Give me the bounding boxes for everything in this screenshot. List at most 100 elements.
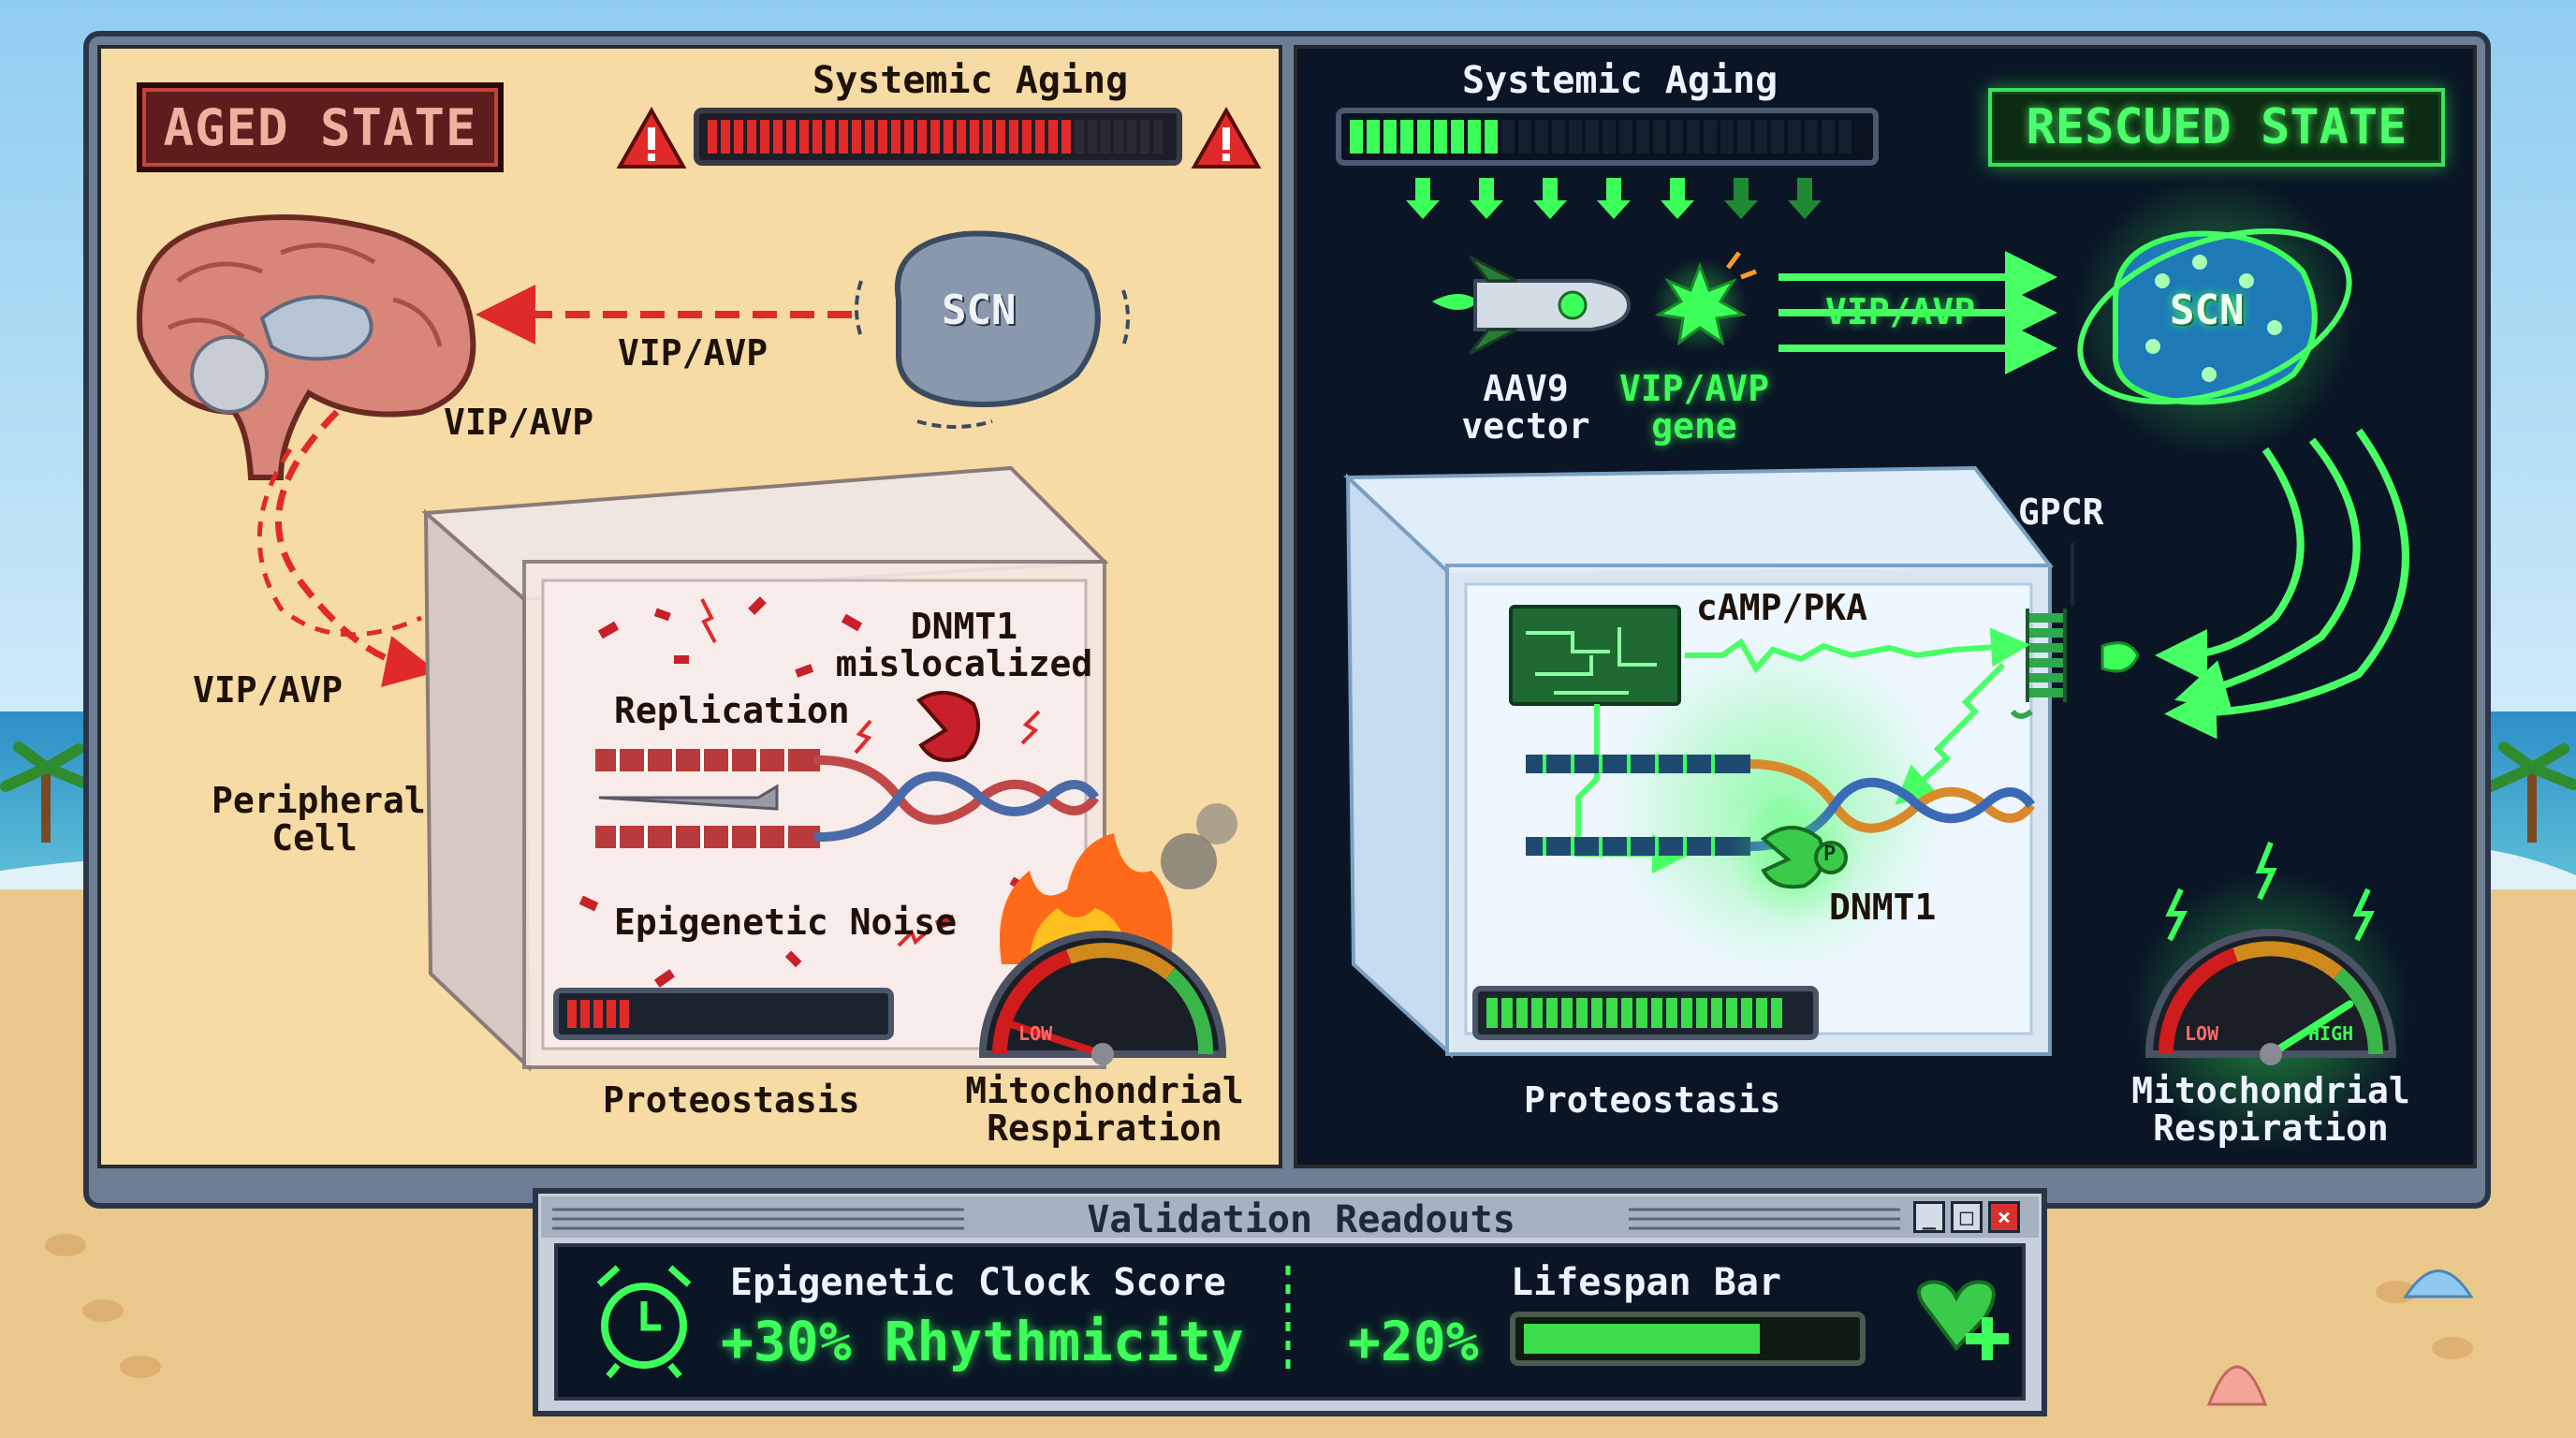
bar-segment (1088, 120, 1097, 154)
bar-segment (1400, 120, 1413, 154)
dnmt1-protein-icon (1730, 792, 1861, 923)
rescued-proteostasis-bar-fill (1486, 998, 1797, 1028)
down-arrow-icon (1724, 178, 1758, 219)
bar-segment (708, 120, 717, 154)
gene-burst-icon (1653, 251, 1757, 352)
bar-segment (760, 120, 769, 154)
down-arrow-icon (1533, 178, 1567, 219)
bar-segment (1101, 120, 1110, 154)
speedometer-icon (2130, 841, 2411, 1152)
bar-segment (970, 120, 979, 154)
aged-mito-label-2: Respiration (987, 1108, 1222, 1149)
bar-segment (983, 120, 992, 154)
rescued-gauge-low: LOW (2185, 1022, 2219, 1045)
bar-segment (1636, 120, 1649, 154)
bar-segment (904, 120, 914, 154)
bar-segment (891, 120, 900, 154)
bar-segment (580, 1000, 590, 1028)
bar-segment (1754, 120, 1767, 154)
bar-segment (1486, 998, 1498, 1028)
bar-segment (1726, 998, 1737, 1028)
bar-segment (812, 120, 822, 154)
rescued-proteostasis-label: Proteostasis (1524, 1079, 1781, 1121)
rescued-scn-label: SCN (2170, 286, 2245, 334)
camp-pka-label: cAMP/PKA (1696, 587, 1868, 628)
bar-segment (685, 1000, 695, 1028)
aged-signal-label-mid: VIP/AVP (444, 402, 594, 443)
bar-segment (698, 1000, 708, 1028)
rescued-gauge-high: HIGH (2308, 1022, 2354, 1045)
clock-score-title: Epigenetic Clock Score (730, 1261, 1226, 1304)
peripheral-cell-label-1: Peripheral (212, 780, 426, 821)
down-arrow-icon (1406, 178, 1440, 219)
palm-tree-icon (2485, 741, 2576, 843)
minimize-button[interactable]: _ (1913, 1201, 1945, 1233)
down-arrow-icon (1470, 178, 1503, 219)
aged-signal-arrow (256, 448, 423, 638)
bar-segment (786, 120, 796, 154)
epigenetic-noise-label: Epigenetic Noise (614, 902, 958, 943)
circuit-icon (1509, 605, 1681, 706)
scn-icon (855, 230, 1130, 429)
rescued-dnmt1-label: DNMT1 (1829, 887, 1937, 928)
bar-segment (842, 1000, 852, 1028)
palm-tree-icon (0, 741, 94, 843)
bar-segment (1552, 120, 1565, 154)
lifespan-value: +20% (1348, 1310, 1479, 1373)
bar-segment (711, 1000, 721, 1028)
rescued-signal-arrows (1778, 251, 2057, 374)
bar-segment (1771, 998, 1782, 1028)
dnmt1-label-2: mislocalized (835, 643, 1093, 684)
aged-signal-label-top: VIP/AVP (618, 332, 768, 374)
close-button[interactable]: × (1988, 1201, 2020, 1233)
bar-segment (1501, 998, 1513, 1028)
bar-segment (1670, 120, 1683, 154)
noise-fragments (578, 596, 1065, 988)
noise-sparks (700, 598, 1041, 947)
bar-segment (1822, 120, 1835, 154)
bar-segment (996, 120, 1005, 154)
bar-segment (1651, 998, 1662, 1028)
bar-segment (1417, 120, 1430, 154)
warning-icon (1191, 106, 1262, 169)
rescued-curve-arrows (2155, 428, 2409, 740)
bar-segment (957, 120, 966, 154)
bar-segment (646, 1000, 655, 1028)
bar-segment (659, 1000, 668, 1028)
replication-label: Replication (614, 690, 850, 731)
bar-segment (1127, 120, 1136, 154)
bar-segment (1653, 120, 1666, 154)
bar-segment (1531, 998, 1543, 1028)
bar-segment (1696, 998, 1707, 1028)
bar-segment (1546, 998, 1558, 1028)
bar-segment (1501, 120, 1515, 154)
bar-segment (1737, 120, 1750, 154)
bar-segment (930, 120, 940, 154)
bar-segment (1140, 120, 1149, 154)
bar-segment (1603, 120, 1616, 154)
speedometer-icon (978, 931, 1227, 1065)
bar-segment (620, 1000, 629, 1028)
bar-segment (1061, 120, 1071, 154)
bar-segment (1606, 998, 1617, 1028)
rescued-gauge-needle (2267, 1000, 2354, 1058)
aged-proteostasis-bar-fill (567, 1000, 865, 1028)
aged-gauge-low: LOW (1018, 1022, 1053, 1045)
bar-segment (1741, 998, 1752, 1028)
bar-segment (1114, 120, 1123, 154)
phospho-label: P (1823, 843, 1837, 866)
aged-scn-label: SCN (942, 286, 1017, 334)
aav9-label-1: AAV9 (1483, 368, 1569, 409)
bar-segment (1350, 120, 1363, 154)
rescued-aging-bar-fill (1350, 120, 1852, 154)
bar-segment (803, 1000, 812, 1028)
bar-segment (738, 1000, 747, 1028)
aged-gauge-needle (1009, 1021, 1106, 1058)
bar-segment (1009, 120, 1018, 154)
bar-segment (1561, 998, 1573, 1028)
bar-segment (1153, 120, 1163, 154)
maximize-button[interactable]: □ (1951, 1201, 1983, 1233)
bar-segment (1035, 120, 1045, 154)
heart-plus-icon (1917, 1280, 2009, 1360)
